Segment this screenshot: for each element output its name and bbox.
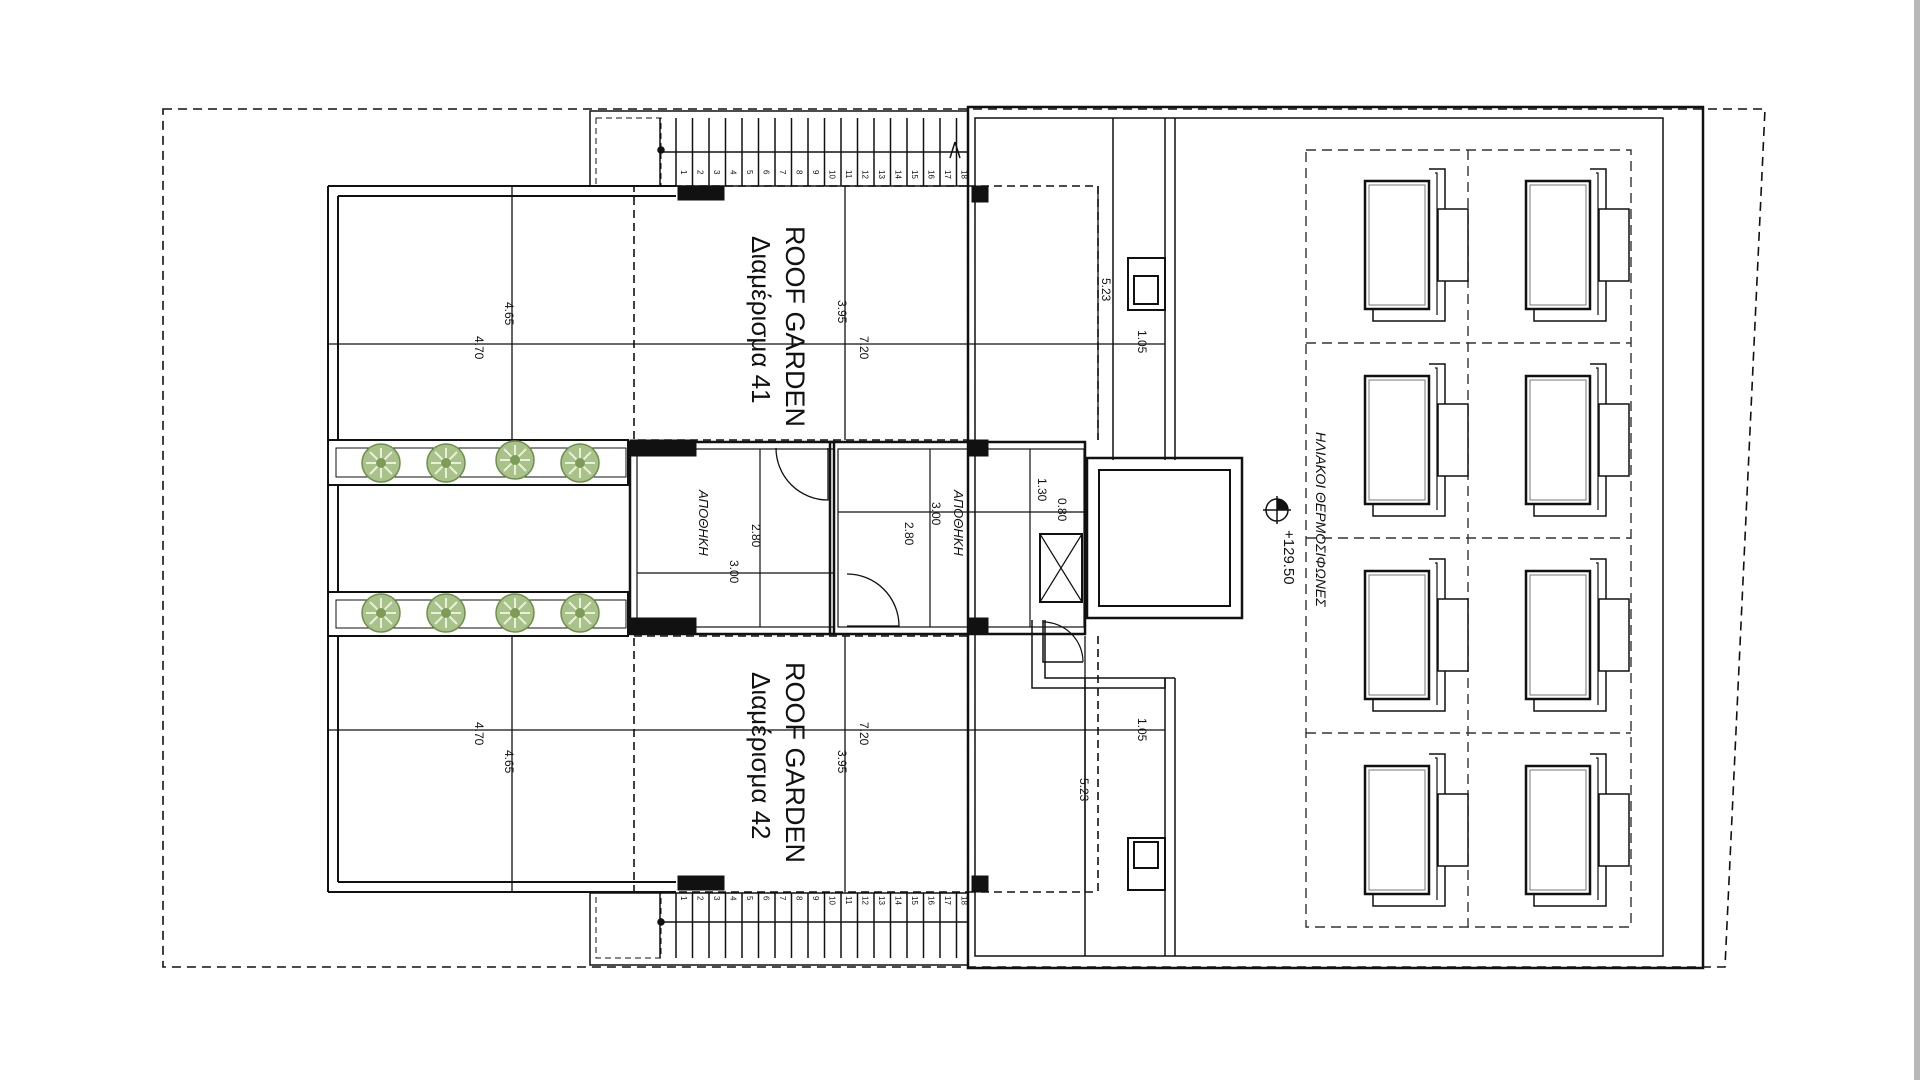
apartment-41-label: Διαμέρισμα 41 — [746, 236, 776, 404]
plant — [495, 440, 535, 480]
solar-heater — [1524, 362, 1631, 518]
stair-step-number: 6 — [762, 896, 771, 901]
stair-step-number: 3 — [712, 896, 721, 901]
roof-garden-41-walls — [327, 185, 1099, 441]
stair-step-number: 4 — [729, 170, 738, 175]
stair-step-number: 7 — [778, 170, 787, 175]
stair-step-number: 15 — [910, 170, 919, 179]
stair-step-number: 1 — [679, 170, 688, 175]
dim-text: 2.80 — [749, 524, 763, 548]
level-marker — [1263, 496, 1291, 524]
plants — [361, 440, 600, 633]
solar-heater — [1363, 752, 1470, 908]
dim-text: 7.20 — [857, 722, 871, 746]
lift-shaft — [1039, 456, 1244, 663]
dim-text: 2.80 — [902, 522, 916, 546]
level-label: +129.50 — [1280, 530, 1297, 585]
plant — [361, 443, 401, 483]
stair-step-number: 17 — [943, 170, 952, 179]
dim-text: 3.00 — [727, 560, 741, 584]
dim-text: 4.70 — [472, 722, 486, 746]
dim-text: 1.05 — [1135, 330, 1149, 354]
dim-text: 1.30 — [1035, 478, 1049, 502]
stair-step-number: 5 — [745, 896, 754, 901]
planters — [327, 439, 629, 637]
stair-step-number: 17 — [943, 896, 952, 905]
stair-step-number: 10 — [828, 170, 837, 179]
stair-step-number: 15 — [910, 896, 919, 905]
roof-garden-41-title: ROOF GARDEN — [780, 226, 810, 427]
dim-text: 3.95 — [835, 750, 849, 774]
storage-1-label: ΑΠΟΘΗΚΗ — [696, 489, 711, 556]
stair-step-number: 8 — [795, 170, 804, 175]
stair-step-number: 12 — [861, 170, 870, 179]
plant — [560, 443, 600, 483]
dim-text: 4.65 — [502, 750, 516, 774]
solar-heaters-label: ΗΛΙΑΚΟΙ ΘΕΡΜΟΣΙΦΩΝΕΣ — [1313, 432, 1329, 607]
dim-text: 1.05 — [1135, 718, 1149, 742]
dim-text: 5.23 — [1077, 778, 1091, 802]
solar-heater — [1524, 167, 1631, 323]
stair-step-number: 13 — [877, 896, 886, 905]
solar-heater — [1363, 362, 1470, 518]
dim-text: 0.80 — [1055, 498, 1069, 522]
site-boundary — [162, 108, 1766, 968]
stair-step-number: 14 — [894, 896, 903, 905]
service-block — [966, 105, 1705, 970]
dimension-lines — [328, 186, 1165, 892]
solar-heater — [1363, 557, 1470, 713]
plant — [560, 593, 600, 633]
roof-garden-42-title: ROOF GARDEN — [780, 662, 810, 863]
dim-text: 4.65 — [502, 302, 516, 326]
stair-step-number: 8 — [795, 896, 804, 901]
dim-text: 3.00 — [929, 502, 943, 526]
stair-step-number: 16 — [927, 170, 936, 179]
stair-step-number: 2 — [696, 896, 705, 901]
stair-step-number: 4 — [729, 896, 738, 901]
stair-step-number: 2 — [696, 170, 705, 175]
labels: ROOF GARDEN Διαμέρισμα 41 ROOF GARDEN Δι… — [696, 226, 1329, 863]
stair-step-number: 12 — [861, 896, 870, 905]
stair-step-number: 14 — [894, 170, 903, 179]
stair-step-number: 16 — [927, 896, 936, 905]
dim-text: 3.95 — [835, 300, 849, 324]
roof-garden-42-walls — [327, 635, 1099, 893]
stair-step-number: 10 — [828, 896, 837, 905]
dimension-texts: 4.65 4.70 3.95 7.20 5.23 1.05 4.70 4.65 … — [472, 278, 1149, 802]
solar-heater — [1524, 557, 1631, 713]
solar-heater — [1524, 752, 1631, 908]
stair-step-number: 5 — [745, 170, 754, 175]
scrollbar-edge — [1914, 0, 1920, 1080]
stair-top — [657, 118, 968, 186]
stair-step-number: 11 — [844, 170, 853, 179]
dim-text: 7.20 — [857, 336, 871, 360]
stair-step-number: 13 — [877, 170, 886, 179]
stair-step-number: 18 — [960, 896, 969, 905]
stair-step-number: 1 — [679, 896, 688, 901]
apartment-42-label: Διαμέρισμα 42 — [746, 672, 776, 840]
stair-bottom — [657, 893, 968, 958]
storage-rooms — [628, 439, 1087, 636]
stair-step-number: 3 — [712, 170, 721, 175]
storage-2-label: ΑΠΟΘΗΚΗ — [951, 489, 966, 556]
dim-text: 5.23 — [1099, 278, 1113, 302]
stair-step-number: 9 — [811, 170, 820, 175]
stair-step-number: 18 — [960, 170, 969, 179]
stair-step-number: 9 — [811, 896, 820, 901]
stair-step-number: 11 — [844, 896, 853, 905]
dim-text: 4.70 — [472, 336, 486, 360]
plant — [495, 593, 535, 633]
plant — [361, 593, 401, 633]
solar-heater — [1363, 167, 1470, 323]
stair-step-number: 6 — [762, 170, 771, 175]
plant — [426, 593, 466, 633]
plant — [426, 443, 466, 483]
stair-step-number: 7 — [778, 896, 787, 901]
